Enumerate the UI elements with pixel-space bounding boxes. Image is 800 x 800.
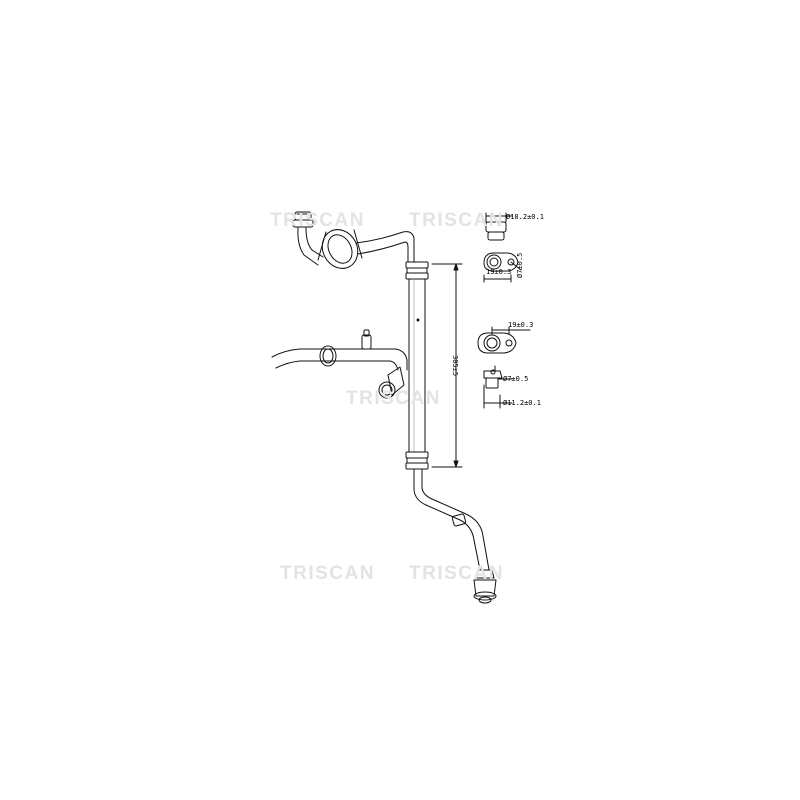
top-flange-end-view	[483, 252, 522, 283]
watermark-top-right: TRISCAN	[409, 210, 504, 231]
mid-flange-end-view	[477, 326, 531, 354]
top-fitting-dia-label: Ø18.2±0.1	[506, 213, 544, 221]
mid-port-dia-label: Ø7±0.5	[503, 375, 529, 383]
mid-fitting-dia-label: Ø11.2±0.1	[503, 399, 541, 407]
lower-pipe	[413, 468, 490, 571]
bottom-fitting	[473, 569, 497, 604]
watermark-center: TRISCAN	[346, 388, 441, 409]
overall-length-label: 385±5	[451, 355, 459, 377]
mid-fitting-side-view	[483, 365, 513, 409]
watermark-top-left: TRISCAN	[270, 210, 365, 231]
watermark-bottom-left: TRISCAN	[280, 563, 375, 584]
upper-pipe	[355, 231, 415, 263]
top-spacing-label: 19±0.3	[486, 268, 512, 276]
top-left-fitting	[292, 211, 324, 266]
mid-spacing-label: 19±0.3	[508, 321, 534, 329]
top-port-dia-label: Ø7±0.5	[516, 252, 524, 278]
left-branch	[271, 329, 408, 399]
overall-length-dimension	[431, 263, 463, 468]
watermark-bottom-right: TRISCAN	[409, 563, 504, 584]
top-fitting-side-view	[485, 212, 513, 241]
main-hose	[405, 261, 429, 470]
